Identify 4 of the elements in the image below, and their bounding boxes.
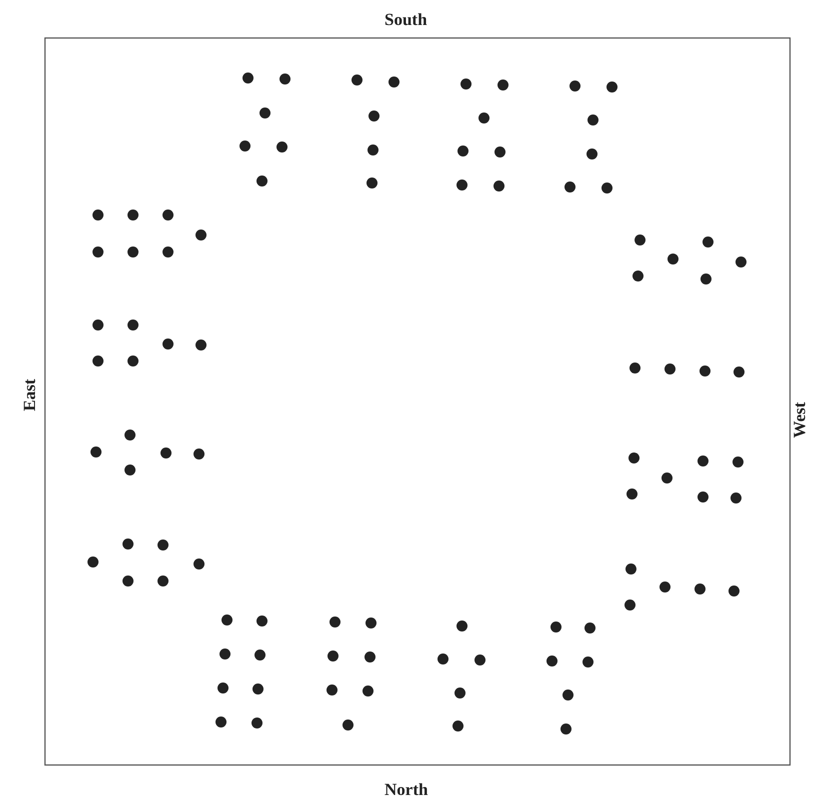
side-label: East xyxy=(20,378,40,412)
side-label: South xyxy=(384,10,428,30)
side-label: West xyxy=(790,402,810,438)
side-label: North xyxy=(384,780,428,800)
